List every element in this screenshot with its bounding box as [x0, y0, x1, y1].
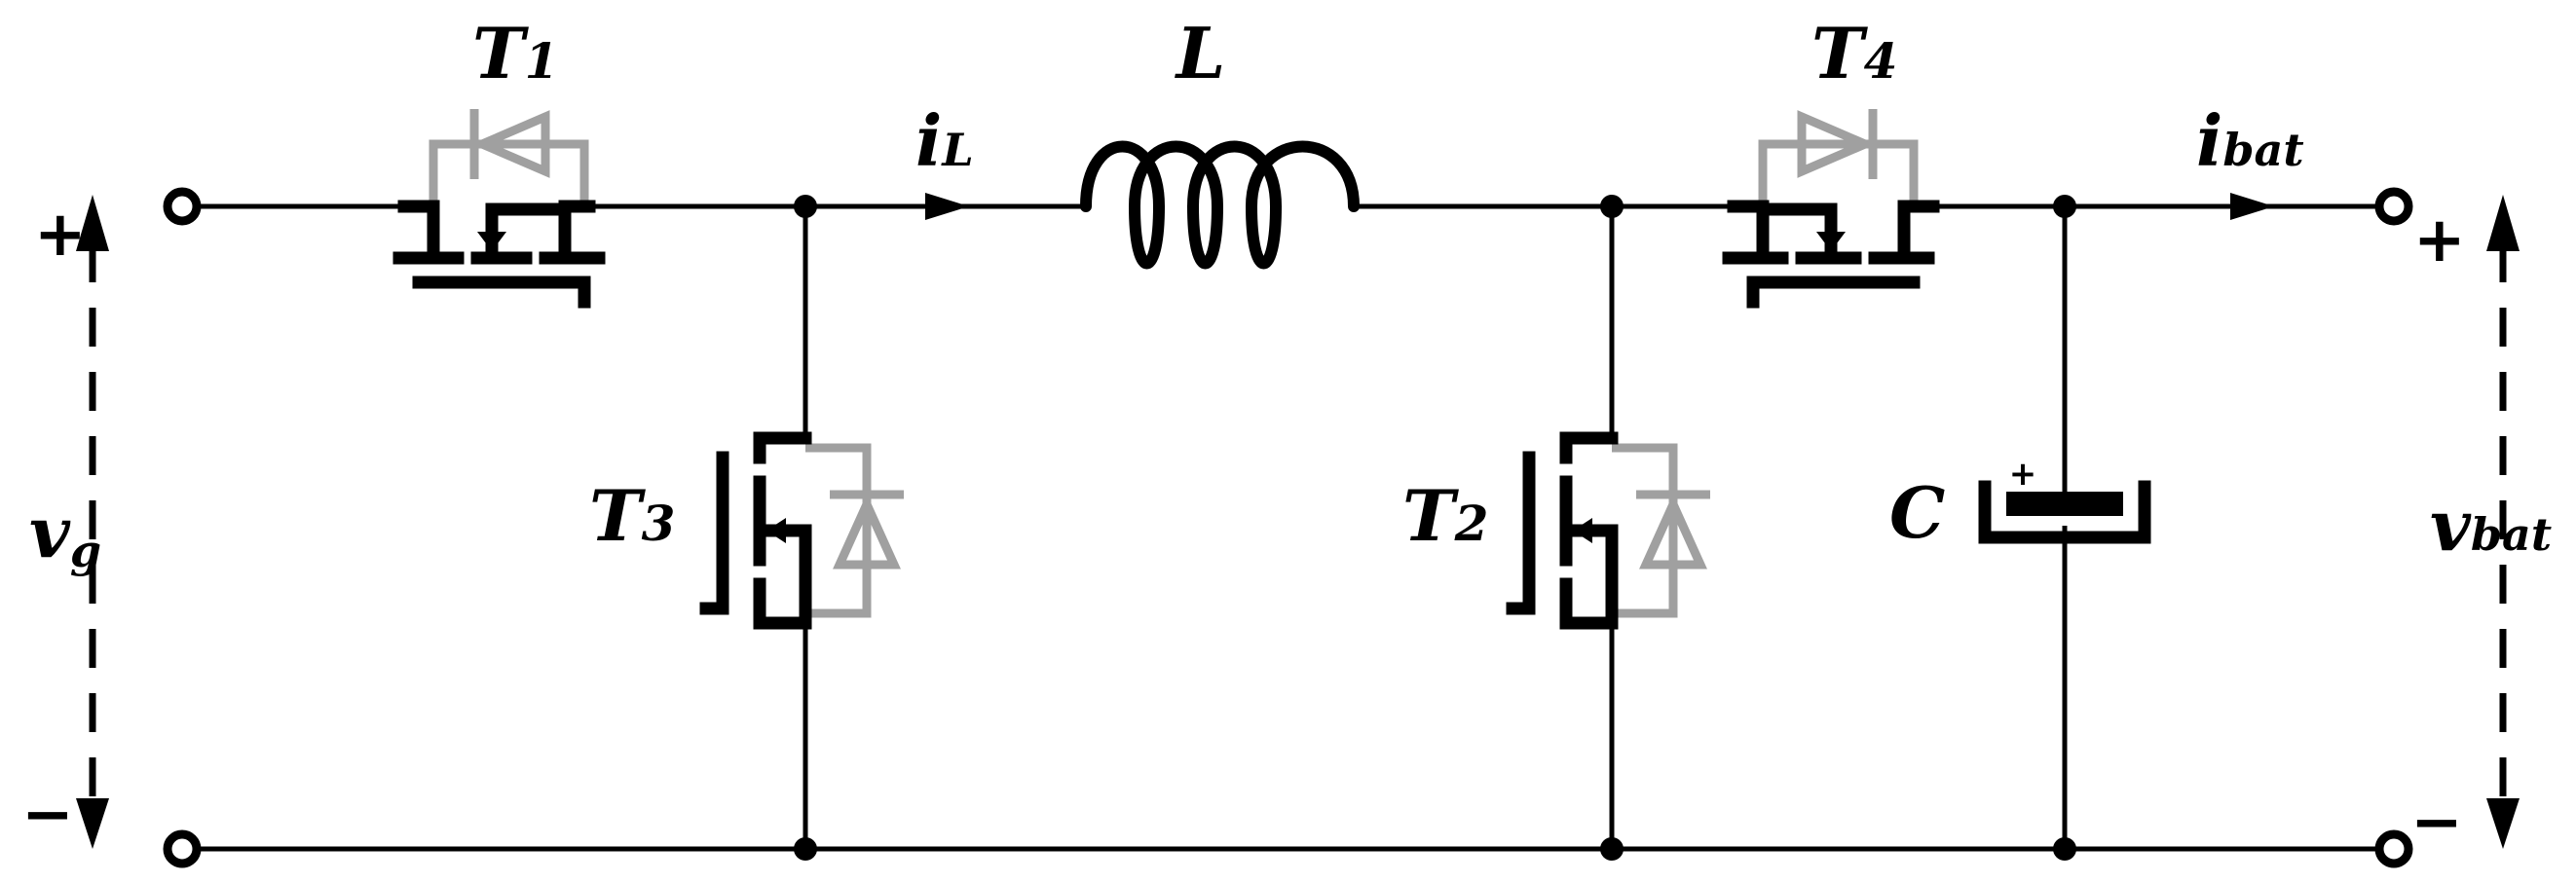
label-T4: T4	[1811, 12, 1897, 94]
current-arrow-iL	[925, 193, 969, 220]
label-vg: vg	[29, 491, 101, 577]
t1-body-diode	[429, 109, 589, 206]
label-T1: T1	[472, 12, 558, 94]
transistor-T2	[1506, 431, 1710, 630]
wires	[197, 203, 2379, 852]
t3-body-diode	[805, 443, 904, 618]
output-terminal-bottom	[2374, 829, 2413, 868]
label-ibat: ibat	[2196, 99, 2304, 182]
voltage-arrow-vbat	[2486, 195, 2520, 849]
current-arrow-ibat	[2230, 193, 2274, 220]
junction-dots	[794, 195, 2076, 861]
label-L: L	[1175, 12, 1226, 94]
label-T3: T3	[589, 474, 675, 557]
vbat-plus-sign: +	[2413, 204, 2466, 276]
label-C: C	[1889, 471, 1945, 554]
transistor-T4	[1722, 109, 1940, 309]
transistor-T1	[392, 109, 606, 309]
capacitor-polarity-plus: +	[2009, 455, 2037, 494]
input-terminal-top	[163, 187, 202, 226]
inductor-L	[1080, 140, 1360, 270]
vg-plus-sign: +	[34, 199, 87, 271]
vg-minus-sign: −	[21, 779, 74, 851]
t4-body-diode	[1758, 109, 1919, 206]
voltage-arrow-vg	[76, 195, 109, 849]
vbat-minus-sign: −	[2410, 787, 2463, 859]
label-iL: iL	[915, 99, 974, 182]
t2-body-diode	[1612, 443, 1710, 618]
output-terminal-top	[2374, 187, 2413, 226]
transistor-T3	[699, 431, 904, 630]
input-terminal-bottom	[163, 829, 202, 868]
capacitor-C: +	[1978, 455, 2151, 544]
label-vbat: vbat	[2430, 484, 2552, 567]
label-T2: T2	[1402, 474, 1488, 557]
